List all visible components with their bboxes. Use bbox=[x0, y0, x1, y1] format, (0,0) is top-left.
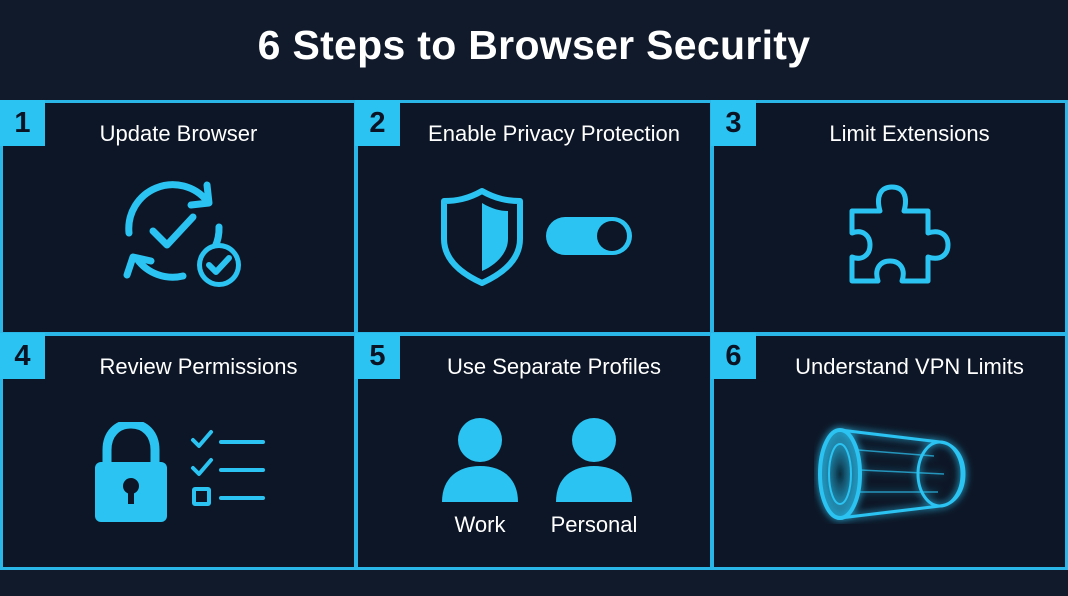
puzzle-piece-icon bbox=[849, 184, 951, 284]
step-title: Update Browser bbox=[99, 121, 258, 146]
two-profiles-icon bbox=[442, 418, 632, 502]
personal-profile-icon bbox=[556, 418, 632, 502]
step-title: Review Permissions bbox=[99, 354, 298, 379]
step-number-badge: 1 bbox=[0, 100, 45, 146]
step-card-4: 4 Review Permissions bbox=[0, 333, 357, 570]
step-number-badge: 6 bbox=[711, 333, 756, 379]
step-card-6: 6 Understand VPN Limits bbox=[711, 333, 1068, 570]
steps-grid: 1 Update Browser 2 Enable Privacy Protec… bbox=[0, 100, 1068, 570]
step-title: Enable Privacy Protection bbox=[428, 121, 680, 146]
lock-checklist-icon bbox=[95, 422, 265, 522]
step-card-5: 5 Use Separate Profiles Work Personal bbox=[355, 333, 713, 570]
shield-toggle-icon bbox=[441, 188, 632, 286]
step-number-badge: 4 bbox=[0, 333, 45, 379]
step-card-3: 3 Limit Extensions bbox=[711, 100, 1068, 335]
step-title: Understand VPN Limits bbox=[795, 354, 1024, 379]
profile-label-personal: Personal bbox=[550, 512, 638, 537]
step-title: Use Separate Profiles bbox=[447, 354, 661, 379]
step-card-1: 1 Update Browser bbox=[0, 100, 357, 335]
refresh-check-icon bbox=[123, 181, 241, 287]
work-profile-icon bbox=[442, 418, 518, 502]
profile-label-work: Work bbox=[454, 512, 506, 537]
step-number-badge: 2 bbox=[355, 100, 400, 146]
step-card-2: 2 Enable Privacy Protection bbox=[355, 100, 713, 335]
step-title: Limit Extensions bbox=[829, 121, 990, 146]
step-number-badge: 5 bbox=[355, 333, 400, 379]
step-number-badge: 3 bbox=[711, 100, 756, 146]
page-title: 6 Steps to Browser Security bbox=[257, 22, 811, 68]
vpn-tunnel-icon bbox=[818, 428, 966, 520]
